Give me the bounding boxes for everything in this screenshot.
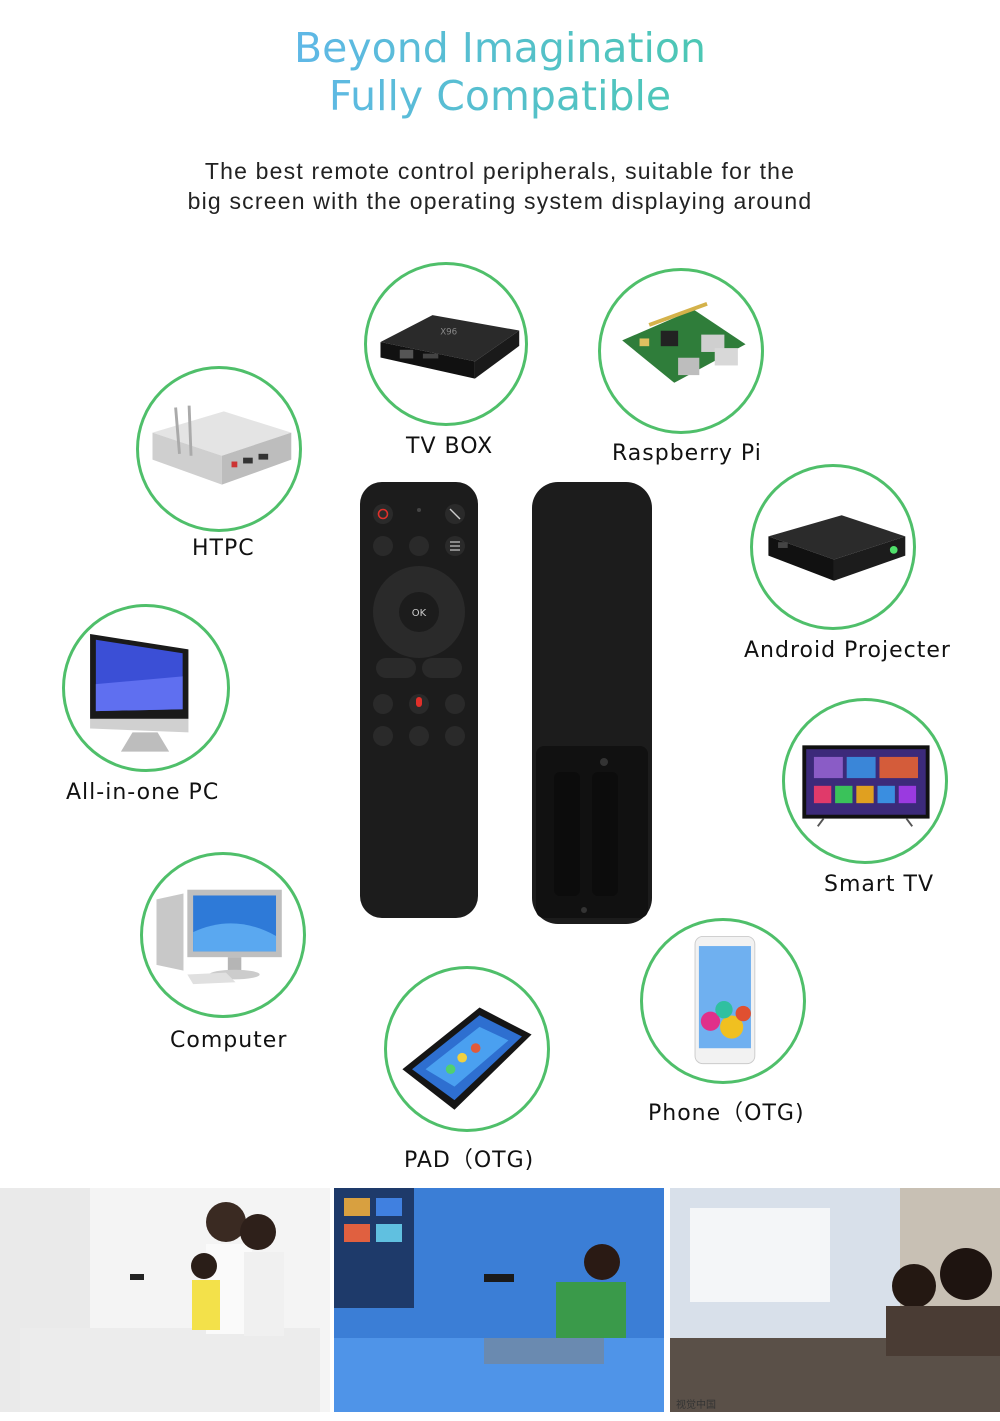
phone-circle [640,918,806,1084]
pad-circle [384,966,550,1132]
android-projector-circle [750,464,916,630]
prev-button [373,726,393,746]
raspberry-pi-image [622,301,746,383]
android-projector-label: Android Projecter [744,638,951,663]
htpc-circle [136,366,302,532]
smart-tv-circle [782,698,948,864]
vol-up-button [445,694,465,714]
tv-box-image: X96 [380,315,520,379]
photo-couple: 视觉中国 [670,1188,1000,1412]
tv-box-label: TV BOX [406,434,494,459]
phone-label: Phone（OTG) [648,1101,805,1126]
htpc-label: HTPC [192,536,255,561]
all-in-one-pc-label: All-in-one PC [66,780,220,805]
page-title-line1: Beyond Imagination [0,24,1000,72]
home-button [422,658,462,678]
tv-box-circle: X96 [364,262,528,426]
remote-front: OK [360,482,478,918]
raspberry-pi-label: Raspberry Pi [612,441,762,466]
remote-back [532,482,652,924]
ok-button-label: OK [412,608,427,619]
photo-family [0,1188,330,1412]
mouse-button [409,536,429,556]
all-in-one-pc-image [90,634,189,752]
android-projector-image [768,515,906,581]
back-button [376,658,416,678]
raspberry-pi-circle [598,268,764,434]
svg-text:X96: X96 [440,327,457,337]
all-in-one-pc-circle [62,604,230,772]
photo-man-on-couch [334,1188,664,1412]
subtitle-line1: The best remote control peripherals, sui… [204,158,796,184]
computer-label: Computer [170,1028,288,1053]
computer-image [156,889,282,985]
pad-label: PAD（OTG) [404,1148,535,1173]
phone-image [694,935,756,1065]
vol-down-button [373,694,393,714]
play-pause-button [409,726,429,746]
apps-button [373,536,393,556]
subtitle-line2: big screen with the operating system dis… [187,188,813,214]
photo-watermark: 视觉中国 [676,1400,716,1411]
computer-circle [140,852,306,1018]
pad-image [402,1007,532,1110]
page-title-line2: Fully Compatible [0,72,1000,120]
smart-tv-label: Smart TV [824,872,935,897]
htpc-image [152,405,292,485]
next-button [445,726,465,746]
power-icon [377,508,389,520]
power-button [373,504,393,524]
smart-tv-image [802,745,930,827]
